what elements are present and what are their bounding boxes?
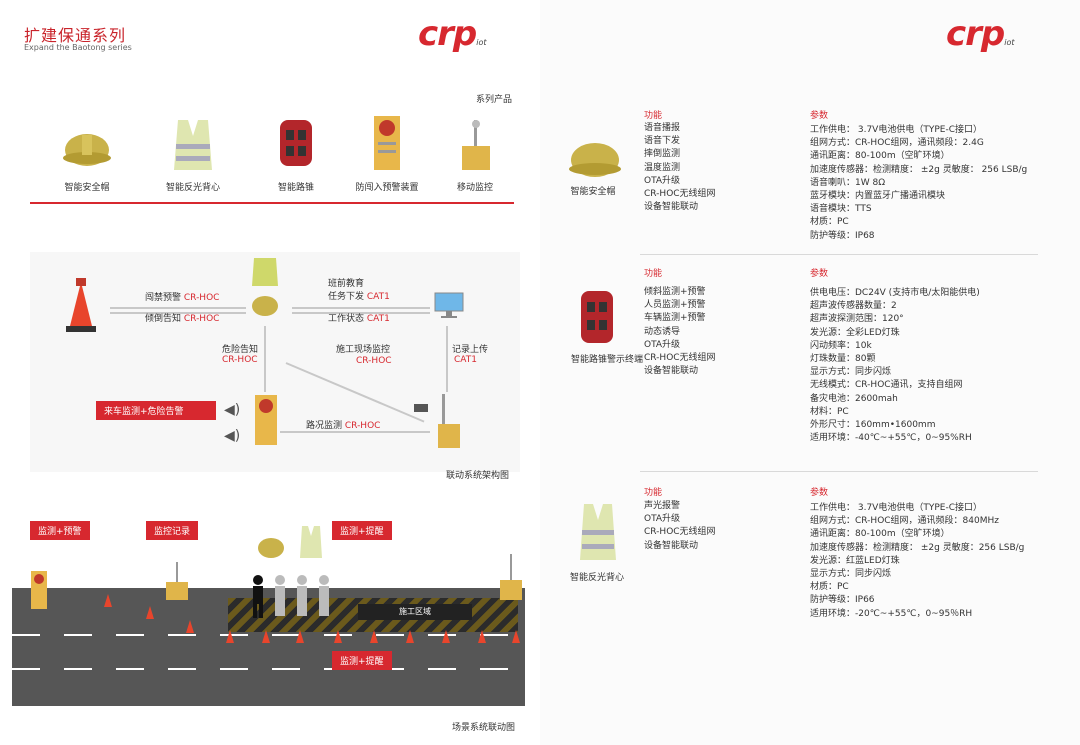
cone-icon bbox=[64, 276, 98, 338]
intrusion-alarm-icon bbox=[372, 114, 402, 176]
product-name: 智能路锥警示终端 bbox=[570, 355, 643, 365]
product-label: 智能路锥 bbox=[277, 183, 314, 193]
scene-tag: 监控记录 bbox=[146, 521, 199, 540]
monitor-icon bbox=[434, 292, 464, 324]
cone-marker bbox=[442, 630, 450, 643]
mobile-camera-icon bbox=[164, 560, 190, 606]
link-label: 路况监测 CR-HOC bbox=[306, 421, 381, 431]
mobile-camera-icon bbox=[498, 552, 524, 606]
mobile-camera-icon bbox=[458, 116, 494, 176]
vest-icon bbox=[170, 116, 216, 176]
cone-marker bbox=[370, 630, 378, 643]
intrusion-alarm-icon bbox=[254, 394, 278, 450]
product-label: 防闯入预警装置 bbox=[355, 183, 419, 193]
cone-marker bbox=[512, 630, 520, 643]
zone-label: 施工区域 bbox=[358, 604, 472, 620]
link-line bbox=[292, 307, 430, 309]
link-label: 工作状态 CAT1 bbox=[328, 314, 390, 324]
scene-tag: 监测+提醒 bbox=[332, 521, 392, 540]
divider bbox=[640, 254, 1038, 255]
page-title: 扩建保通系列 bbox=[24, 26, 127, 45]
functions-heading: 功能 bbox=[644, 269, 663, 279]
worker-icon bbox=[250, 256, 280, 326]
params-heading: 参数 bbox=[810, 111, 829, 121]
link-label: 任务下发 CAT1 bbox=[328, 292, 390, 302]
scene-tag: 监测+预警 bbox=[30, 521, 90, 540]
mobile-camera-icon bbox=[412, 392, 462, 454]
helmet-icon bbox=[62, 122, 112, 171]
link-label: 班前教育 bbox=[328, 279, 365, 289]
product-label: 智能反光背心 bbox=[165, 183, 220, 193]
scene-tag: 监测+提醒 bbox=[332, 651, 392, 670]
lane-marking bbox=[12, 668, 525, 670]
link-label: CR-HOC bbox=[356, 356, 392, 366]
functions-heading: 功能 bbox=[644, 111, 663, 121]
link-line bbox=[110, 312, 246, 314]
divider bbox=[640, 471, 1038, 472]
intrusion-alarm-icon bbox=[30, 570, 48, 614]
vest-icon bbox=[298, 524, 324, 564]
link-label: CR-HOC bbox=[222, 355, 258, 365]
diagram-caption: 联动系统架构图 bbox=[446, 471, 510, 481]
link-label: 倾倒告知 CR-HOC bbox=[145, 314, 220, 324]
link-line bbox=[264, 326, 266, 392]
link-label: 施工现场监控 bbox=[336, 345, 391, 355]
params-list: 工作供电： 3.7V电池供电（TYPE-C接口）组网方式：CR-HOC组网，通讯… bbox=[810, 125, 1028, 241]
product-label: 移动监控 bbox=[456, 183, 493, 193]
link-line bbox=[446, 326, 448, 392]
cone-marker bbox=[296, 630, 304, 643]
link-line bbox=[110, 307, 246, 309]
cone-marker bbox=[406, 630, 414, 643]
product-name: 智能反光背心 bbox=[569, 573, 624, 583]
speaker-icon: ◀) bbox=[224, 402, 241, 418]
divider bbox=[30, 202, 514, 204]
link-label: 记录上传 bbox=[452, 345, 489, 355]
worker-figure-icon bbox=[248, 574, 338, 624]
series-label: 系列产品 bbox=[476, 95, 513, 105]
cone-marker bbox=[146, 606, 154, 619]
link-line bbox=[280, 431, 430, 433]
smart-cone-icon bbox=[276, 116, 316, 172]
params-heading: 参数 bbox=[810, 488, 829, 498]
link-label: 闯禁预警 CR-HOC bbox=[145, 293, 220, 303]
helmet-icon bbox=[256, 530, 286, 562]
cone-marker bbox=[186, 620, 194, 633]
speaker-icon: ◀) bbox=[224, 428, 241, 444]
product-label: 智能安全帽 bbox=[64, 183, 110, 193]
smart-cone-icon bbox=[578, 288, 616, 350]
page-subtitle: Expand the Baotong series bbox=[24, 43, 132, 52]
product-name: 智能安全帽 bbox=[570, 187, 616, 197]
link-label: 危险告知 bbox=[222, 345, 259, 355]
params-heading: 参数 bbox=[810, 269, 829, 279]
cone-marker bbox=[262, 630, 270, 643]
brand-logo: crpiot bbox=[946, 14, 1015, 54]
vest-icon bbox=[576, 500, 620, 566]
helmet-icon bbox=[568, 132, 622, 182]
cone-marker bbox=[226, 630, 234, 643]
link-line bbox=[292, 312, 430, 314]
brand-logo: crpiot bbox=[418, 14, 487, 54]
left-page: 扩建保通系列 Expand the Baotong series crpiot … bbox=[0, 0, 540, 745]
link-label: CAT1 bbox=[454, 355, 477, 365]
functions-heading: 功能 bbox=[644, 488, 663, 498]
params-list: 工作供电： 3.7V电池供电（TYPE-C接口）组网方式：CR-HOC组网，通讯… bbox=[810, 503, 1025, 619]
cone-marker bbox=[104, 594, 112, 607]
cone-marker bbox=[334, 630, 342, 643]
scene-caption: 场景系统联动图 bbox=[452, 723, 516, 733]
cone-marker bbox=[478, 630, 486, 643]
alarm-tag: 来车监测+危险告警 bbox=[96, 401, 216, 420]
